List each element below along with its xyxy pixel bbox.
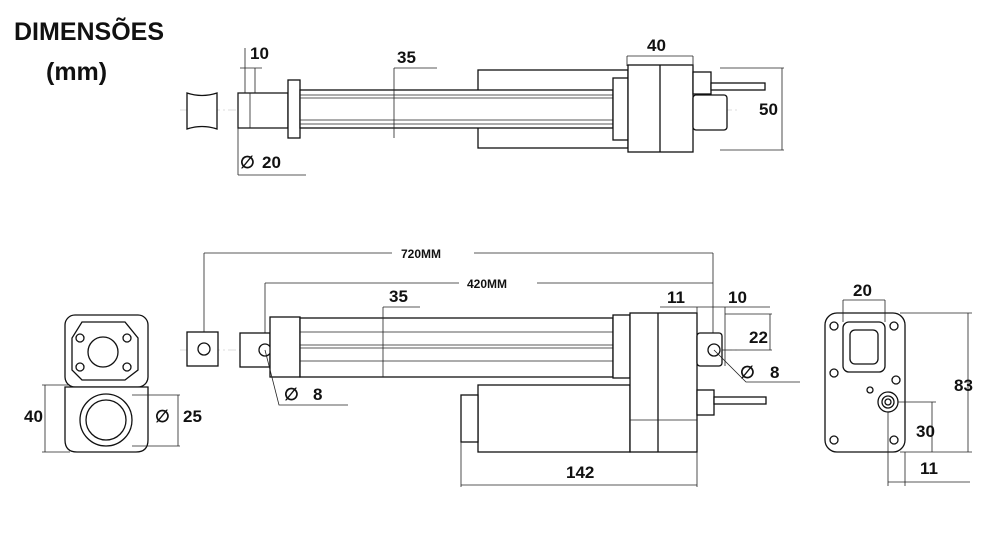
dim-fitting-offset: 11	[920, 459, 938, 478]
dim-tube-side: 35	[389, 287, 408, 306]
front-flange	[269, 316, 301, 378]
dim-motor-length: 142	[566, 463, 594, 482]
dim-rod-diameter: 20	[262, 153, 281, 172]
dim-rod-end-width: 10	[250, 44, 269, 63]
diameter-symbol-right: ∅	[740, 363, 755, 382]
dim-extended-length: 720MM	[401, 247, 441, 261]
drawing-units: (mm)	[46, 58, 107, 86]
dim-right-hole: 8	[770, 363, 779, 382]
dim-clevis-offset: 11	[667, 288, 685, 307]
gearbox	[629, 312, 698, 453]
side-view: 720MM 420MM 35 11 10	[180, 247, 800, 487]
right-end-view: 20 83 30 11	[824, 281, 973, 486]
dim-clevis-width: 10	[728, 288, 747, 307]
dim-clevis-height: 22	[749, 328, 768, 347]
dim-left-hole: 8	[313, 385, 322, 404]
top-view: 10 35 40 50 ∅ 20	[180, 36, 784, 176]
dim-retracted-length: 420MM	[467, 277, 507, 291]
front-flange	[287, 79, 301, 139]
diameter-symbol: ∅	[240, 153, 255, 172]
cable-gland	[696, 389, 715, 416]
dim-motor-diameter: 25	[183, 407, 202, 426]
rod	[237, 92, 289, 129]
rod-end-cap	[186, 92, 218, 130]
connector	[692, 94, 728, 131]
tube	[299, 89, 614, 129]
cable-gland	[692, 71, 712, 95]
tube	[299, 317, 614, 378]
dim-tube-top: 35	[397, 48, 416, 67]
dim-height-top: 50	[759, 100, 778, 119]
dim-gearbox-width: 40	[647, 36, 666, 55]
drawing-title: DIMENSÕES	[14, 16, 164, 46]
cable	[710, 82, 766, 91]
dim-left-height: 40	[24, 407, 43, 426]
diameter-symbol-left: ∅	[284, 385, 299, 404]
cable	[713, 396, 767, 405]
dim-fitting-height: 30	[916, 422, 935, 441]
motor	[477, 384, 631, 453]
left-end-view: 40 ∅ 25	[24, 314, 202, 453]
dim-right-height: 83	[954, 376, 973, 395]
motor-end-cap	[460, 394, 479, 443]
diameter-symbol-motor: ∅	[155, 407, 170, 426]
dim-square: 20	[853, 281, 872, 300]
